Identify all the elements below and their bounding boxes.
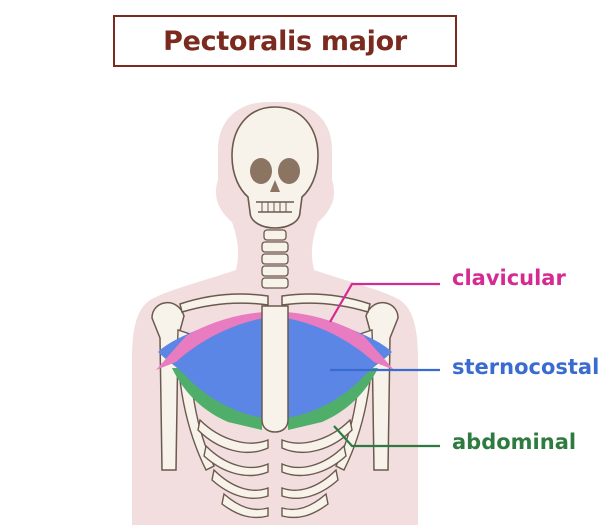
clavicles bbox=[179, 293, 371, 313]
label-clavicular: clavicular bbox=[452, 266, 566, 290]
skull bbox=[231, 106, 319, 229]
diagram-title: Pectoralis major bbox=[163, 25, 407, 57]
right-eye-socket bbox=[278, 158, 300, 184]
abdominal-leader bbox=[333, 425, 440, 448]
title-box: Pectoralis major bbox=[113, 15, 457, 67]
label-sternocostal: sternocostal bbox=[452, 355, 600, 379]
label-abdominal: abdominal bbox=[452, 430, 577, 454]
sternum bbox=[261, 305, 289, 433]
clavicular-part bbox=[156, 312, 394, 370]
left-eye-socket bbox=[250, 158, 272, 184]
cervical-spine bbox=[261, 229, 289, 289]
clavicular-leader bbox=[329, 282, 440, 323]
nose-cavity bbox=[270, 180, 280, 192]
